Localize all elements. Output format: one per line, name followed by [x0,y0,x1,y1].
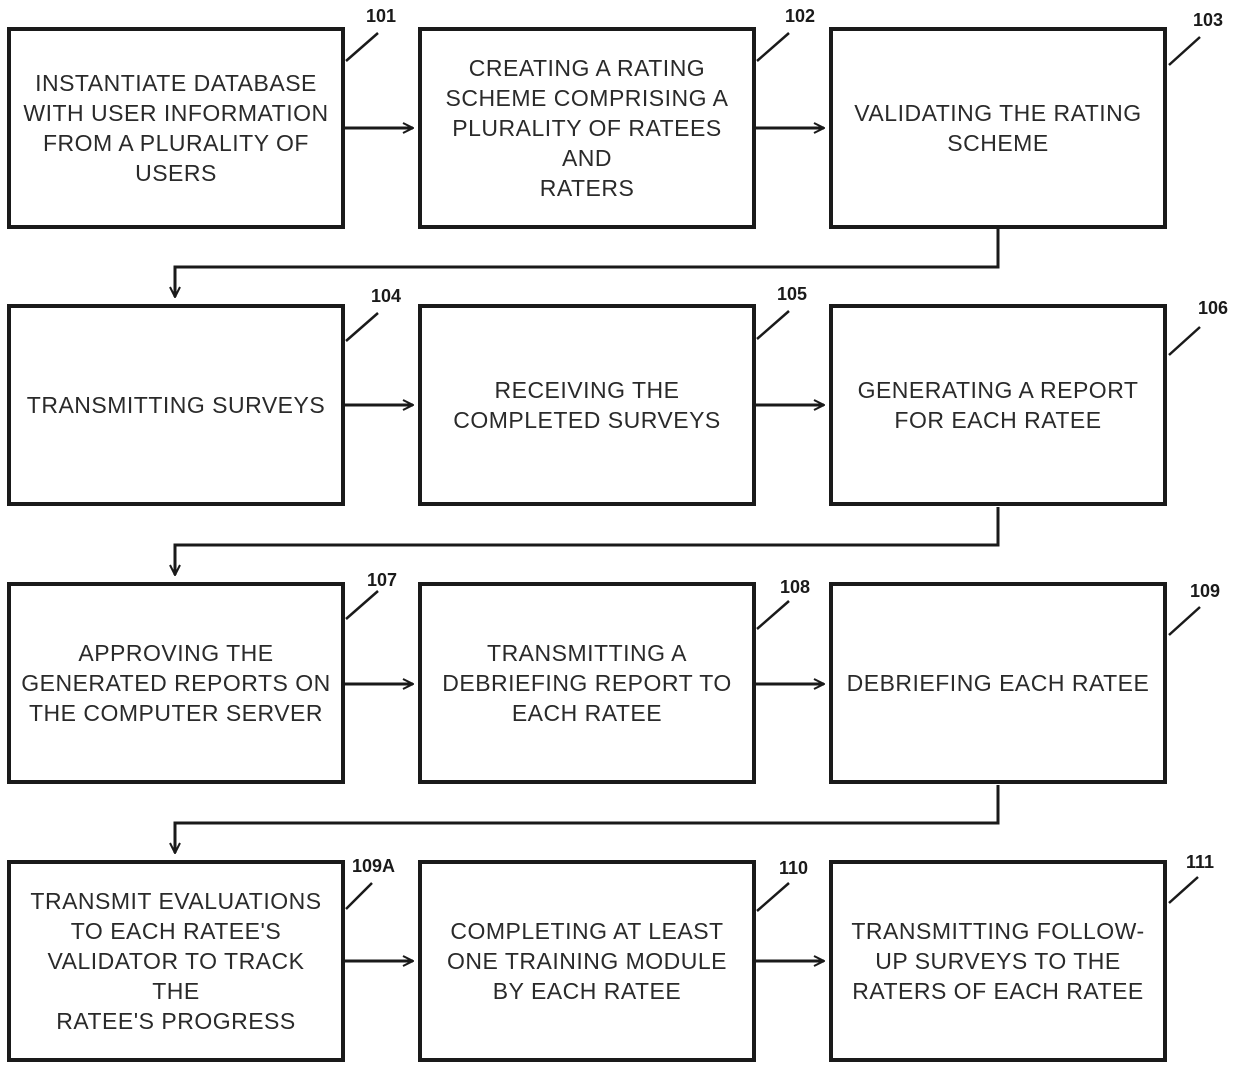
step-ref-label: 101 [366,6,396,27]
step-box-102: CREATING A RATING SCHEME COMPRISING A PL… [418,27,756,229]
leader-108 [757,601,789,629]
step-text: CREATING A RATING SCHEME COMPRISING A PL… [422,53,752,203]
leader-107 [346,591,378,619]
step-text: APPROVING THE GENERATED REPORTS ON THE C… [11,638,340,728]
step-box-107: APPROVING THE GENERATED REPORTS ON THE C… [7,582,345,784]
step-text: COMPLETING AT LEAST ONE TRAINING MODULE … [437,916,737,1006]
step-text: TRANSMITTING FOLLOW- UP SURVEYS TO THE R… [841,916,1154,1006]
step-ref-label: 109 [1190,581,1220,602]
arrow-106-to-107 [175,507,998,575]
step-box-103: VALIDATING THE RATING SCHEME [829,27,1167,229]
step-text: TRANSMITTING SURVEYS [17,390,335,420]
step-ref-label: 105 [777,284,807,305]
step-ref-label: 102 [785,6,815,27]
leader-106 [1169,327,1200,355]
step-box-106: GENERATING A REPORT FOR EACH RATEE [829,304,1167,506]
step-ref-label: 109A [352,856,395,877]
leader-109A [346,883,372,909]
step-box-105: RECEIVING THE COMPLETED SURVEYS [418,304,756,506]
step-text: RECEIVING THE COMPLETED SURVEYS [443,375,731,435]
leader-105 [757,311,789,339]
step-text: VALIDATING THE RATING SCHEME [844,98,1151,158]
leader-110 [757,883,789,911]
leader-109 [1169,607,1200,635]
leader-111 [1169,877,1198,903]
step-box-104: TRANSMITTING SURVEYS [7,304,345,506]
step-text: GENERATING A REPORT FOR EACH RATEE [848,375,1149,435]
step-ref-label: 111 [1186,852,1214,873]
arrow-109-to-109A [175,785,998,853]
step-text: DEBRIEFING EACH RATEE [837,668,1160,698]
step-box-108: TRANSMITTING A DEBRIEFING REPORT TO EACH… [418,582,756,784]
leader-101 [346,33,378,61]
leader-103 [1169,37,1200,65]
step-box-111: TRANSMITTING FOLLOW- UP SURVEYS TO THE R… [829,860,1167,1062]
step-box-101: INSTANTIATE DATABASE WITH USER INFORMATI… [7,27,345,229]
step-ref-label: 107 [367,570,397,591]
step-box-109A: TRANSMIT EVALUATIONS TO EACH RATEE'S VAL… [7,860,345,1062]
step-text: INSTANTIATE DATABASE WITH USER INFORMATI… [13,68,338,188]
step-ref-label: 103 [1193,10,1223,31]
step-box-110: COMPLETING AT LEAST ONE TRAINING MODULE … [418,860,756,1062]
step-text: TRANSMIT EVALUATIONS TO EACH RATEE'S VAL… [11,886,341,1036]
step-ref-label: 106 [1198,298,1228,319]
step-ref-label: 110 [779,858,808,879]
step-ref-label: 108 [780,577,810,598]
step-ref-label: 104 [371,286,401,307]
leader-104 [346,313,378,341]
arrow-103-to-104 [175,229,998,297]
step-box-109: DEBRIEFING EACH RATEE [829,582,1167,784]
leader-102 [757,33,789,61]
step-text: TRANSMITTING A DEBRIEFING REPORT TO EACH… [432,638,741,728]
